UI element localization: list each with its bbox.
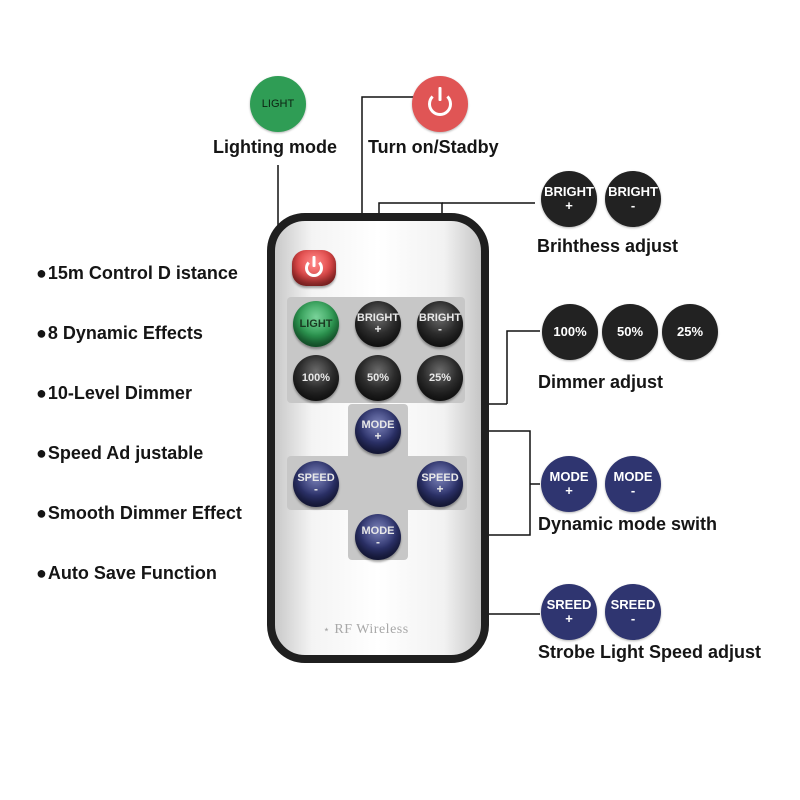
bullet-icon: ● xyxy=(36,563,47,583)
dimmer-adjust-label: Dimmer adjust xyxy=(538,372,664,392)
speed-adjust-label: Strobe Light Speed adjust xyxy=(538,642,762,662)
speed-plus-callout-label: SREED xyxy=(546,597,592,612)
bright-plus-callout-label: BRIGHT xyxy=(544,184,594,199)
feature-text: 15m Control D istance xyxy=(47,263,238,283)
mode-minus-callout-sign: - xyxy=(630,483,636,498)
bullet-icon: ● xyxy=(36,263,47,283)
feature-text: 10-Level Dimmer xyxy=(47,383,192,403)
light-callout-button[interactable]: LIGHT xyxy=(250,76,306,132)
remote-mode-plus-button[interactable]: MODE + xyxy=(355,408,401,454)
remote-speed-minus-label: SPEED xyxy=(297,472,335,484)
power-callout-button[interactable] xyxy=(412,76,468,132)
remote-mode-minus-button[interactable]: MODE - xyxy=(355,514,401,560)
bullet-icon: ● xyxy=(36,443,47,463)
remote-dim-50-label: 50% xyxy=(366,371,390,384)
remote-bright-minus-label: BRIGHT xyxy=(418,312,462,324)
feature-text: 8 Dynamic Effects xyxy=(47,323,203,343)
dynamic-mode-label: Dynamic mode swith xyxy=(538,514,718,534)
feature-item: ●8 Dynamic Effects xyxy=(36,323,203,344)
bright-minus-callout-button[interactable]: BRIGHT - xyxy=(605,171,661,227)
speed-plus-callout-button[interactable]: SREED + xyxy=(541,584,597,640)
mode-minus-callout-button[interactable]: MODE - xyxy=(605,456,661,512)
remote-speed-minus-sign: - xyxy=(314,482,318,496)
remote-brand: ⋆RF Wireless xyxy=(323,622,409,638)
mode-plus-callout-sign: + xyxy=(565,483,573,498)
remote-power-button[interactable] xyxy=(292,250,336,286)
remote-mode-minus-sign: - xyxy=(376,535,380,549)
bright-minus-callout-label: BRIGHT xyxy=(608,184,658,199)
speed-plus-callout-sign: + xyxy=(565,611,573,626)
feature-item: ●15m Control D istance xyxy=(36,263,238,284)
remote-mode-minus-label: MODE xyxy=(361,525,395,537)
remote-dim-50-button[interactable]: 50% xyxy=(355,355,401,401)
feature-text: Speed Ad justable xyxy=(47,443,204,463)
remote-dim-100-button[interactable]: 100% xyxy=(293,355,339,401)
bullet-icon: ● xyxy=(36,323,47,343)
remote-light-label: LIGHT xyxy=(299,317,333,330)
lighting-mode-label: Lighting mode xyxy=(213,137,337,157)
bright-plus-callout-sign: + xyxy=(565,198,573,213)
power-icon xyxy=(305,259,323,277)
dim-25-callout-button[interactable]: 25% xyxy=(662,304,718,360)
speed-minus-callout-button[interactable]: SREED - xyxy=(605,584,661,640)
mode-plus-callout-label: MODE xyxy=(549,469,589,484)
dim-25-callout-label: 25% xyxy=(676,324,704,339)
dim-100-callout-button[interactable]: 100% xyxy=(542,304,598,360)
wifi-icon: ⋆ xyxy=(323,624,331,636)
speed-minus-callout-sign: - xyxy=(630,611,636,626)
feature-text: Auto Save Function xyxy=(47,563,217,583)
bright-plus-callout-button[interactable]: BRIGHT + xyxy=(541,171,597,227)
feature-item: ●Speed Ad justable xyxy=(36,443,203,464)
remote-bright-plus-label: BRIGHT xyxy=(356,312,400,324)
bullet-icon: ● xyxy=(36,503,47,523)
remote-dim-25-button[interactable]: 25% xyxy=(417,355,463,401)
dim-50-callout-label: 50% xyxy=(616,324,644,339)
turn-on-label: Turn on/Stadby xyxy=(368,137,499,157)
remote-brand-label: RF Wireless xyxy=(334,622,409,637)
speed-minus-callout-label: SREED xyxy=(610,597,656,612)
remote-light-button[interactable]: LIGHT xyxy=(293,301,339,347)
bright-minus-callout-sign: - xyxy=(630,198,636,213)
remote-speed-plus-sign: + xyxy=(436,482,444,496)
feature-item: ●Auto Save Function xyxy=(36,563,217,584)
remote-mode-plus-label: MODE xyxy=(361,419,395,431)
remote-bright-plus-button[interactable]: BRIGHT + xyxy=(355,301,401,347)
mode-plus-callout-button[interactable]: MODE + xyxy=(541,456,597,512)
remote-speed-minus-button[interactable]: SPEED - xyxy=(293,461,339,507)
remote-dim-25-label: 25% xyxy=(428,371,452,384)
power-icon xyxy=(428,92,452,116)
brightness-adjust-label: Brihthess adjust xyxy=(537,236,679,256)
feature-text: Smooth Dimmer Effect xyxy=(47,503,242,523)
mode-minus-callout-label: MODE xyxy=(613,469,653,484)
remote-mode-plus-sign: + xyxy=(374,429,382,443)
remote-bright-plus-sign: + xyxy=(374,322,382,336)
remote-dim-100-label: 100% xyxy=(301,371,331,384)
feature-item: ●Smooth Dimmer Effect xyxy=(36,503,242,524)
bullet-icon: ● xyxy=(36,383,47,403)
remote-speed-plus-button[interactable]: SPEED + xyxy=(417,461,463,507)
remote-bright-minus-sign: - xyxy=(438,322,442,336)
dim-100-callout-label: 100% xyxy=(553,324,587,339)
remote-bright-minus-button[interactable]: BRIGHT - xyxy=(417,301,463,347)
remote-speed-plus-label: SPEED xyxy=(421,472,459,484)
feature-item: ●10-Level Dimmer xyxy=(36,383,192,404)
dim-50-callout-button[interactable]: 50% xyxy=(602,304,658,360)
light-callout-label: LIGHT xyxy=(261,98,295,110)
